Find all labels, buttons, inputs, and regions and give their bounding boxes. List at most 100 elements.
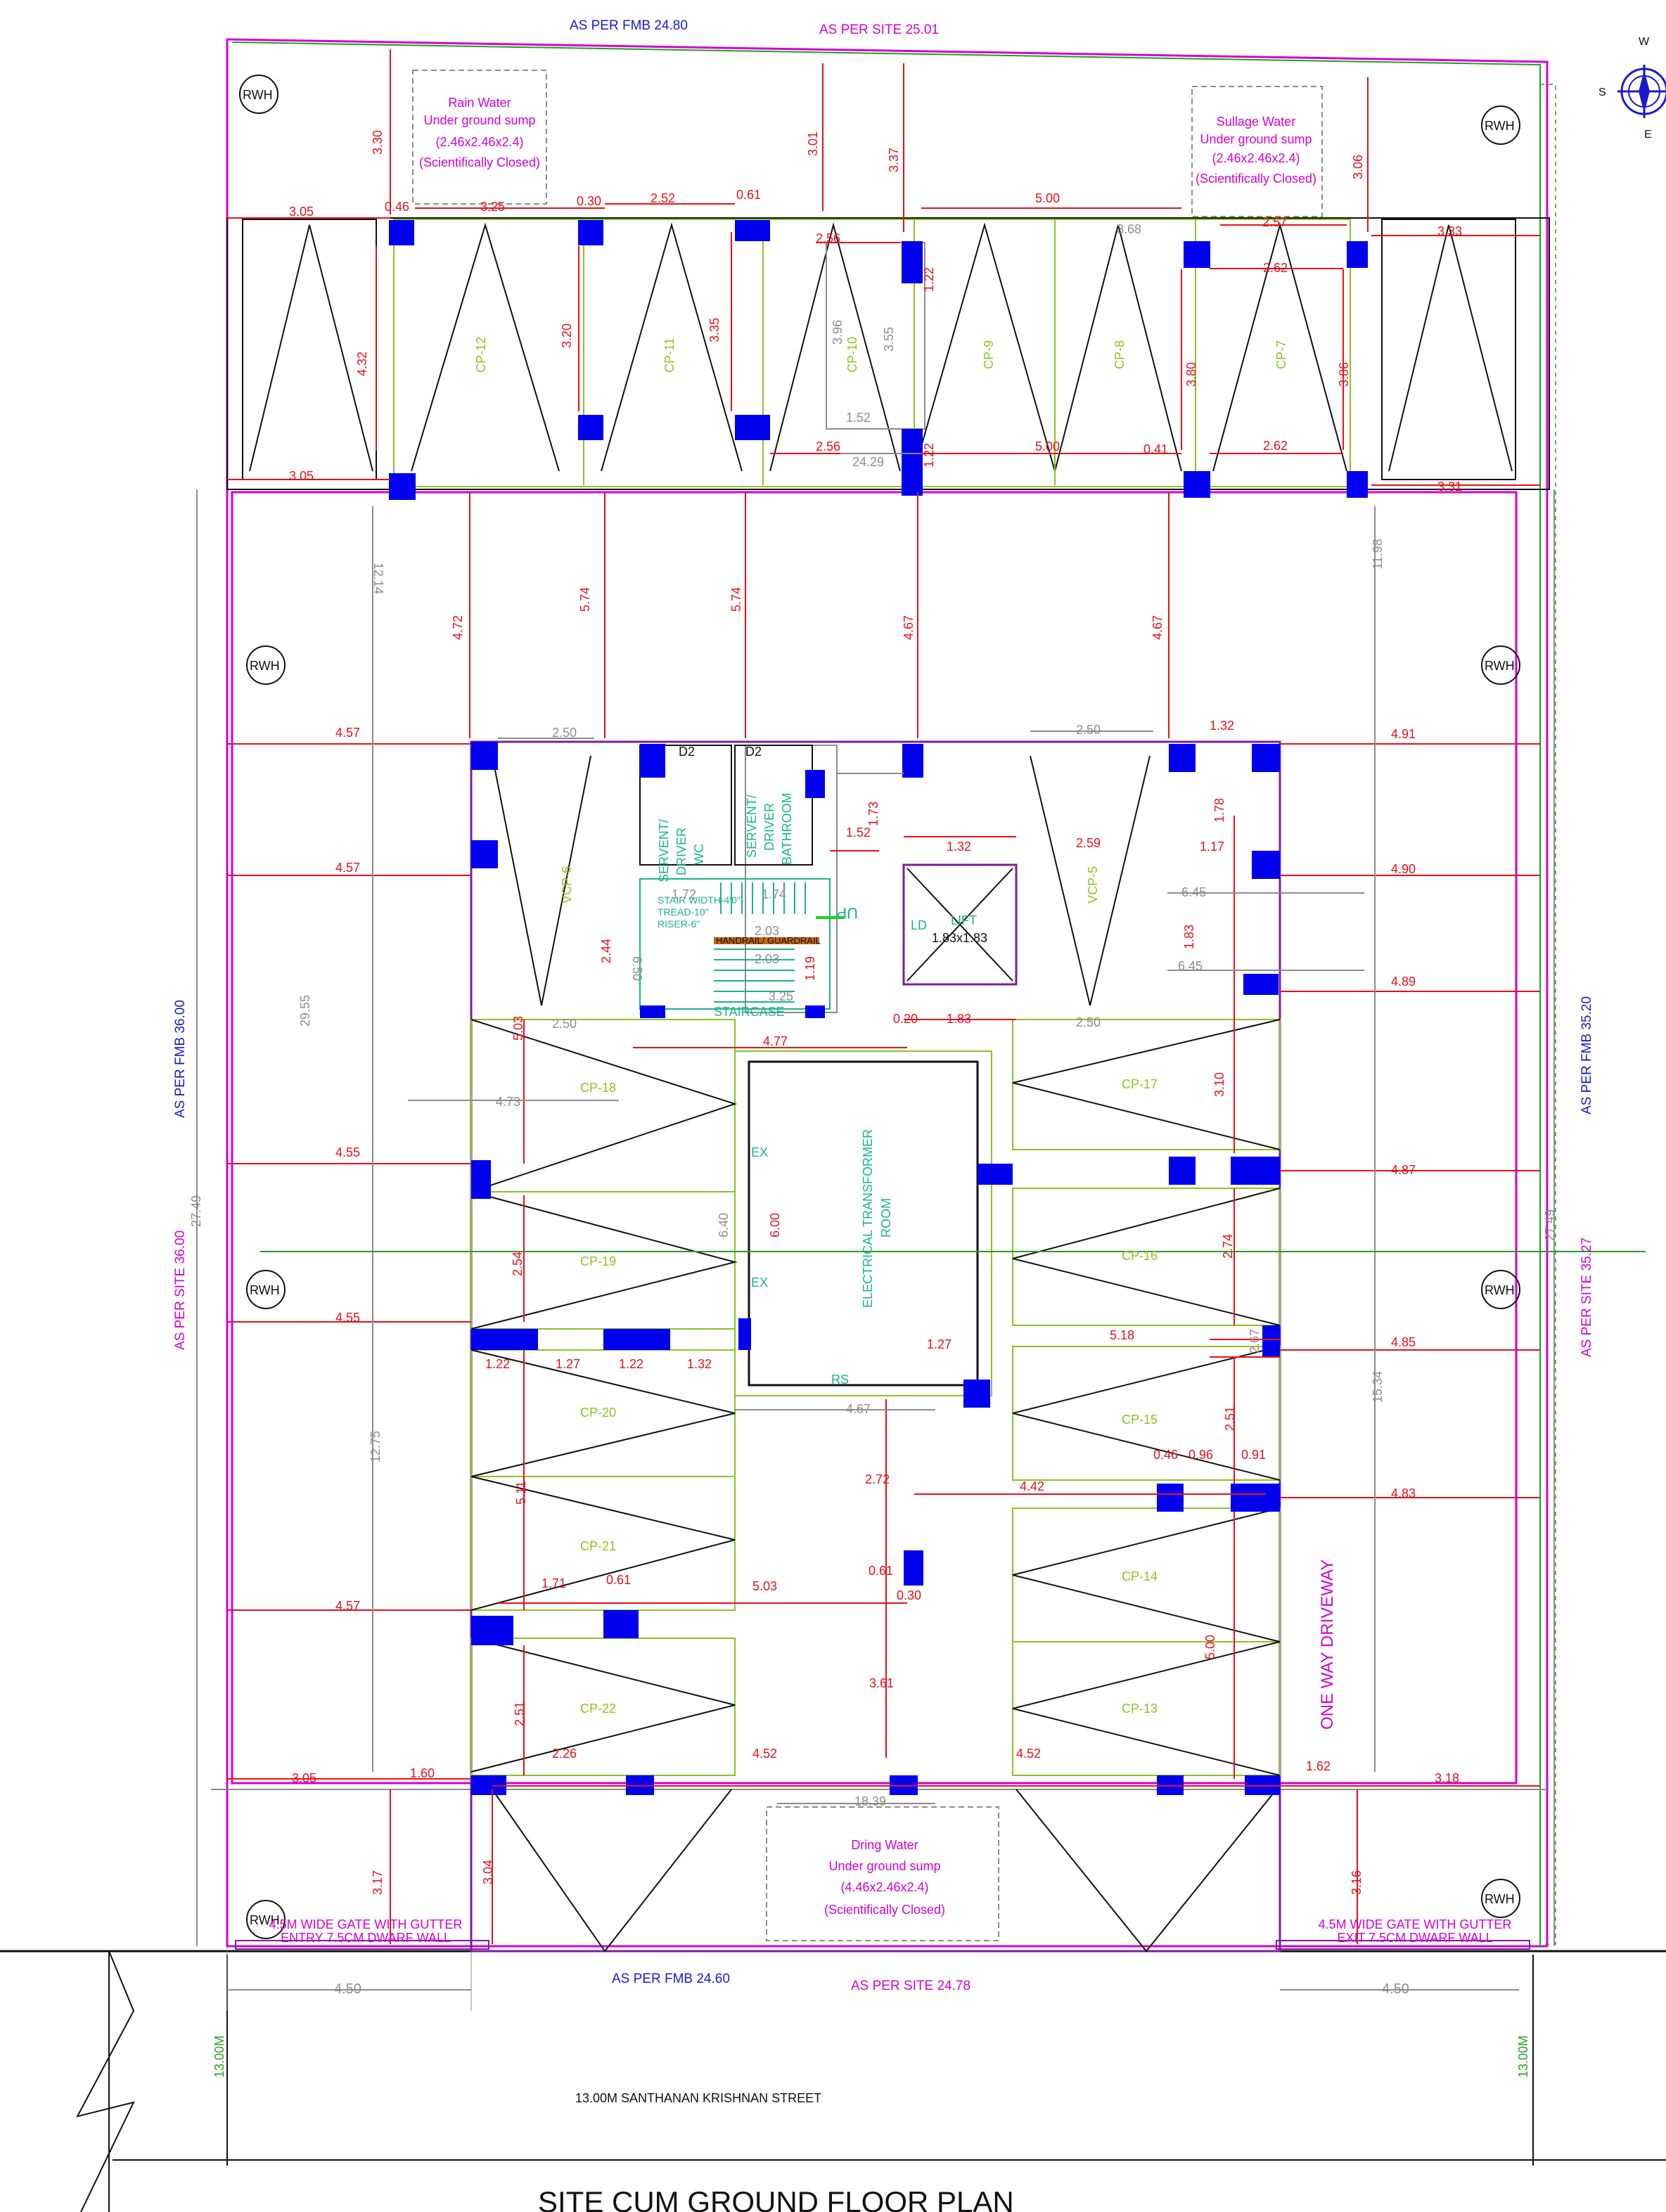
svg-text:Under ground sump: Under ground sump [828, 1859, 940, 1873]
svg-text:5.11: 5.11 [514, 1481, 528, 1505]
svg-text:3.17: 3.17 [371, 1870, 385, 1895]
svg-text:12.75: 12.75 [369, 1431, 383, 1462]
svg-text:6.40: 6.40 [717, 1213, 731, 1237]
svg-text:CP-21: CP-21 [580, 1539, 616, 1553]
grey-dimension-lines [372, 453, 1376, 1804]
north-site: AS PER SITE 25.01 [819, 22, 939, 37]
svg-text:3.16: 3.16 [1350, 1870, 1364, 1895]
svg-text:5.00: 5.00 [1035, 439, 1060, 454]
staircase-treads [714, 882, 844, 1003]
svg-text:(2.46x2.46x2.4): (2.46x2.46x2.4) [435, 135, 523, 149]
svg-text:RISER-6": RISER-6" [658, 918, 700, 930]
svg-text:13.00M SANTHANAN KRISHNAN STR: 13.00M SANTHANAN KRISHNAN STREET [575, 2091, 821, 2105]
svg-text:(Scientifically Closed): (Scientifically Closed) [824, 1903, 945, 1917]
svg-text:ENTRY 7.5CM DWARF WALL: ENTRY 7.5CM DWARF WALL [281, 1931, 451, 1945]
svg-text:2.03: 2.03 [755, 952, 779, 966]
svg-text:Sullage Water: Sullage Water [1217, 115, 1295, 129]
south-site: AS PER SITE 24.78 [851, 1979, 970, 1993]
svg-text:DRIVER: DRIVER [674, 828, 688, 875]
svg-text:0.46: 0.46 [1153, 1448, 1178, 1462]
svg-text:2.51: 2.51 [1223, 1406, 1237, 1431]
svg-text:CP-20: CP-20 [580, 1406, 616, 1420]
svg-text:RWH: RWH [243, 88, 273, 102]
svg-text:Under ground sump: Under ground sump [423, 113, 535, 127]
svg-text:3.80: 3.80 [1184, 362, 1198, 387]
svg-text:4.55: 4.55 [335, 1311, 360, 1325]
svg-text:1.73: 1.73 [866, 802, 880, 826]
svg-text:3.04: 3.04 [481, 1860, 495, 1884]
svg-text:STAIRCASE: STAIRCASE [714, 1005, 785, 1019]
svg-text:4.89: 4.89 [1391, 975, 1416, 989]
svg-text:1.71: 1.71 [542, 1576, 566, 1590]
svg-text:3.05: 3.05 [289, 469, 314, 483]
svg-text:4.67: 4.67 [846, 1402, 871, 1416]
svg-text:13.00M: 13.00M [212, 2036, 226, 2078]
svg-text:4.67: 4.67 [1151, 615, 1165, 640]
svg-text:3.25: 3.25 [480, 200, 505, 214]
svg-text:2.03: 2.03 [755, 924, 779, 938]
svg-text:Dring Water: Dring Water [851, 1838, 918, 1852]
svg-text:EXIT 7.5CM DWARF WALL: EXIT 7.5CM DWARF WALL [1337, 1931, 1492, 1945]
car-park-labels: CP-7 CP-8 CP-9 CP-10 CP-11 CP-12 CP-13 C… [474, 337, 1288, 1716]
svg-text:RWH: RWH [1485, 1283, 1515, 1297]
svg-text:2.72: 2.72 [865, 1472, 890, 1486]
svg-text:1.83x1.83: 1.83x1.83 [932, 931, 987, 945]
svg-text:UP: UP [836, 904, 858, 922]
svg-text:4.42: 4.42 [1020, 1479, 1044, 1493]
svg-text:1.17: 1.17 [1200, 840, 1224, 854]
svg-text:2.50: 2.50 [1076, 723, 1101, 737]
svg-text:6.00: 6.00 [768, 1213, 782, 1237]
svg-text:2.62: 2.62 [1263, 261, 1288, 275]
svg-text:2.52: 2.52 [651, 191, 675, 205]
svg-text:0.46: 0.46 [385, 200, 409, 214]
svg-text:3.30: 3.30 [371, 130, 385, 155]
svg-text:4.72: 4.72 [451, 615, 465, 640]
svg-text:2.57: 2.57 [1262, 215, 1287, 229]
vcp-bays [492, 755, 1151, 1006]
svg-text:5.03: 5.03 [752, 1579, 777, 1593]
svg-text:RWH: RWH [250, 1283, 280, 1297]
svg-text:VCP-6: VCP-6 [560, 866, 574, 904]
svg-text:3.20: 3.20 [560, 323, 574, 348]
svg-text:2.26: 2.26 [552, 1747, 577, 1761]
svg-text:15.34: 15.34 [1371, 1371, 1385, 1403]
north-fmb: AS PER FMB 24.80 [570, 18, 688, 33]
svg-text:1.27: 1.27 [927, 1337, 951, 1351]
svg-text:3.55: 3.55 [882, 327, 896, 352]
svg-text:5.74: 5.74 [578, 587, 592, 612]
svg-text:4.5M WIDE GATE WITH GUTTER: 4.5M WIDE GATE WITH GUTTER [1319, 1917, 1512, 1931]
svg-text:ROOM: ROOM [879, 1198, 893, 1237]
rwh-markers: RWH RWH RWH RWH RWH RWH RWH RWH [239, 75, 1520, 1939]
svg-text:6.45: 6.45 [1178, 959, 1203, 973]
svg-text:CP-11: CP-11 [662, 337, 677, 373]
svg-text:3.10: 3.10 [1212, 1072, 1226, 1097]
svg-text:CP-13: CP-13 [1122, 1702, 1158, 1716]
svg-text:CP-16: CP-16 [1122, 1249, 1158, 1263]
sump-labels: Rain Water Under ground sump (2.46x2.46x… [419, 96, 1316, 1917]
svg-text:1.22: 1.22 [922, 443, 936, 468]
boundary-labels: AS PER FMB 24.80 AS PER SITE 25.01 AS PE… [173, 18, 1594, 1993]
top-parking-bays [249, 222, 1513, 472]
svg-text:6.45: 6.45 [1181, 885, 1206, 899]
svg-text:4.87: 4.87 [1391, 1163, 1416, 1177]
west-site: AS PER SITE 36.00 [173, 1230, 188, 1350]
svg-text:5.03: 5.03 [511, 1016, 525, 1041]
svg-text:3.37: 3.37 [887, 148, 901, 172]
svg-text:0.30: 0.30 [897, 1588, 921, 1602]
svg-text:VCP-5: VCP-5 [1086, 866, 1100, 904]
svg-text:CP-12: CP-12 [474, 337, 488, 373]
svg-text:CP-8: CP-8 [1113, 340, 1127, 369]
svg-text:1.60: 1.60 [410, 1766, 435, 1780]
svg-text:D2: D2 [679, 745, 695, 759]
svg-text:3.68: 3.68 [1117, 222, 1141, 236]
svg-text:RWH: RWH [250, 1913, 280, 1927]
svg-text:4.90: 4.90 [1391, 862, 1416, 876]
svg-text:RWH: RWH [1485, 119, 1515, 133]
svg-text:DRIVER: DRIVER [762, 803, 776, 851]
svg-text:2.54: 2.54 [511, 1252, 525, 1276]
svg-text:29.55: 29.55 [298, 995, 312, 1027]
svg-text:D2: D2 [745, 745, 762, 759]
west-fmb: AS PER FMB 36.00 [173, 1000, 188, 1118]
svg-text:2.67: 2.67 [1248, 1329, 1262, 1353]
